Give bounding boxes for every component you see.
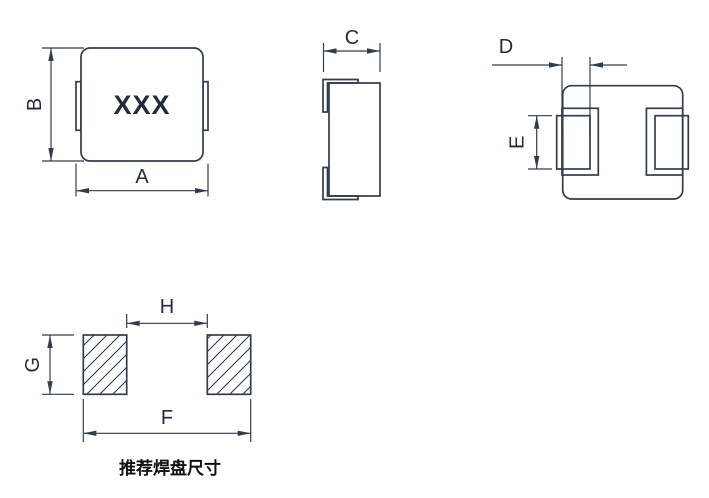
pad-layout-caption: 推荐焊盘尺寸 [119,458,221,478]
dim-A-label: A [135,166,149,188]
dim-C-arrow-right [367,48,380,54]
dim-G-arrow-up [47,335,53,348]
dim-D-arrow-right [549,62,562,68]
dim-F-arrow-right [237,430,251,436]
dim-A-arrow-right [195,188,208,194]
bottom-right-terminal-inner [654,114,690,170]
dim-G-label: G [22,357,44,373]
dim-E-label: E [507,136,529,149]
side-component-body [328,82,381,197]
dim-B-arrow-down [48,148,54,161]
dim-C-label: C [345,27,359,49]
dim-E-arrow-down [534,156,540,169]
front-component-body [80,47,204,162]
part-marking-text: XXX [113,90,170,120]
dim-H-label: H [160,296,174,318]
dim-B-label: B [24,98,46,111]
dim-F-arrow-left [83,430,97,436]
dim-E-arrow-up [534,115,540,129]
bottom-right-terminal-outer [645,107,684,176]
front-view: XXX B A [24,47,209,197]
dim-F-label: F [161,407,173,429]
bottom-view: D E [492,36,690,200]
side-top-terminal-flange [322,78,359,113]
dim-D-arrow-left [590,62,603,68]
dim-C-arrow-left [323,48,337,54]
bottom-left-terminal-outer [561,107,600,176]
side-bottom-terminal-flange [322,166,359,201]
dim-B-arrow-up [48,48,54,61]
dim-H-arrow-left [126,320,140,326]
dim-D-label: D [499,36,513,58]
dim-G-arrow-down [47,381,53,395]
side-view: C [322,27,381,201]
pad-right [206,334,252,396]
dim-H-arrow-right [194,320,208,326]
pad-layout-view: H G F 推荐焊盘尺寸 [22,296,252,478]
dim-A-arrow-left [76,188,89,194]
bottom-component-body [561,84,684,200]
bottom-left-terminal-inner [555,114,591,170]
pad-left [82,334,128,396]
